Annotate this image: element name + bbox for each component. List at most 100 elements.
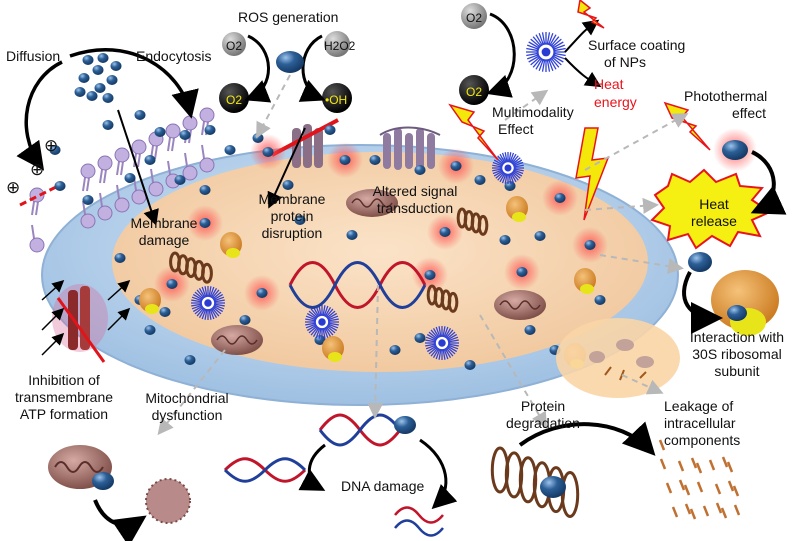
coating-ray — [512, 173, 519, 181]
coating-ray — [306, 325, 316, 332]
nanoparticle — [166, 279, 178, 289]
coating-ray — [432, 327, 439, 337]
mitochondrion-in-cell-3 — [494, 290, 546, 320]
nanoparticle — [554, 193, 566, 203]
label-protein-degradation-1: Protein — [520, 398, 566, 414]
np-core-inner — [438, 339, 446, 347]
label-leakage-2: intracellular — [664, 415, 736, 431]
coating-ray — [425, 345, 436, 350]
coating-ray — [198, 287, 205, 297]
coating-ray — [509, 152, 515, 162]
heat-release-burst — [650, 168, 773, 250]
label-heat-energy-1: Heat — [594, 76, 624, 92]
coating-ray — [214, 305, 225, 310]
nanoparticle — [78, 73, 90, 83]
label-superoxide: O2 — [226, 93, 243, 107]
coating-ray — [191, 296, 202, 301]
label-altered-signal-2: transduction — [376, 200, 454, 216]
coating-ray — [447, 331, 456, 339]
coating-ray — [444, 326, 449, 337]
nanoparticle — [424, 270, 436, 280]
protein-coil — [169, 251, 213, 284]
ribosome — [139, 288, 161, 314]
label-endocytosis: Endocytosis — [136, 48, 212, 64]
coating-ray — [444, 349, 449, 360]
coating-ray — [551, 36, 560, 46]
label-surface-coating-2: of NPs — [604, 54, 647, 70]
coating-ray — [328, 315, 339, 320]
coating-ray — [499, 173, 505, 183]
np-core-inner — [204, 299, 212, 307]
label-mito-2: dysfunction — [151, 407, 223, 423]
coating-ray — [191, 305, 202, 310]
label-ribosome-3: subunit — [714, 363, 760, 379]
coating-ray — [447, 347, 456, 355]
protein-degradation-illustration — [490, 421, 741, 520]
coating-ray — [215, 303, 225, 307]
mito-dysfunction-illustration — [48, 445, 191, 541]
coating-ray — [425, 343, 435, 347]
ribosome-small — [512, 212, 526, 222]
label-heat-release-2: release — [691, 213, 737, 229]
coating-ray — [326, 327, 334, 336]
lightning-bolt — [577, 0, 605, 29]
peptide-fragment — [683, 484, 691, 496]
lipid-head — [148, 181, 164, 197]
membrane-bilayer — [19, 107, 215, 253]
coating-ray — [308, 310, 317, 318]
nanoparticle — [540, 476, 566, 498]
entry-arrows — [16, 48, 306, 226]
coating-ray — [501, 174, 507, 184]
coating-ray — [514, 164, 524, 168]
coating-ray — [438, 326, 442, 336]
label-altered-signal-1: Altered signal — [372, 183, 458, 199]
coating-ray — [495, 172, 503, 179]
coating-ray — [532, 58, 541, 68]
coating-ray — [215, 299, 225, 303]
coating-ray — [554, 47, 566, 52]
coating-ray — [329, 318, 339, 322]
nanoparticle — [282, 180, 294, 190]
label-diffusion: Diffusion — [6, 48, 61, 64]
coating-ray — [210, 309, 215, 320]
coating-ray — [526, 44, 538, 50]
lipid-head — [199, 107, 215, 123]
coating-ray — [322, 305, 326, 315]
ribosome — [322, 336, 344, 362]
coating-ray — [554, 54, 566, 60]
coating-ray — [514, 169, 524, 175]
label-leakage-3: components — [664, 432, 741, 448]
label-photothermal-2: effect — [732, 105, 766, 121]
coating-ray — [532, 36, 541, 46]
coating-ray — [194, 291, 203, 299]
coating-ray — [438, 350, 442, 360]
coating-ray — [538, 60, 544, 72]
label-o2: O2 — [226, 39, 243, 53]
coating-ray — [428, 347, 437, 355]
coating-ray — [214, 293, 224, 300]
lipid-head — [114, 147, 130, 163]
label-heat-release-1: Heat — [699, 196, 729, 212]
coated-np — [191, 286, 225, 320]
peptide-fragment — [721, 456, 729, 468]
nanoparticle — [114, 253, 126, 263]
nanoparticle — [134, 110, 146, 120]
np-core-inner — [541, 47, 551, 57]
peptide-fragment — [671, 506, 679, 518]
coating-ray — [504, 152, 508, 162]
nanoparticle — [74, 87, 86, 97]
label-photothermal-1: Photothermal — [684, 88, 768, 104]
ribosome — [220, 232, 242, 258]
coating-ray — [211, 309, 218, 319]
coating-ray — [435, 326, 440, 337]
coil-turn — [477, 214, 489, 236]
coating-ray — [204, 310, 208, 320]
coating-ray — [497, 155, 504, 163]
peptide-fragment — [665, 482, 673, 494]
np-oxygen-cycle — [459, 3, 602, 105]
coating-ray — [508, 152, 512, 162]
label-inhibition-1: Inhibition of — [28, 372, 100, 388]
coating-ray — [305, 315, 316, 320]
lightning-bolt — [575, 127, 610, 221]
